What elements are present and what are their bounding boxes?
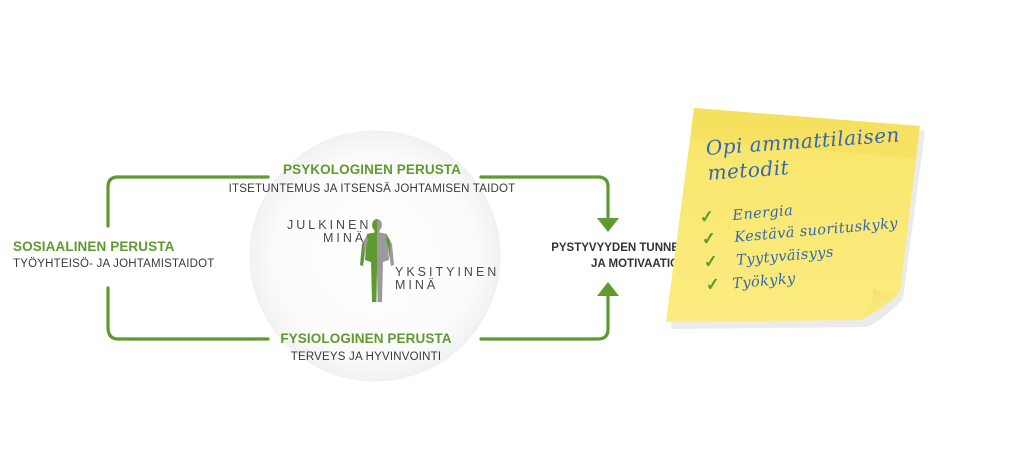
checkmark-icon: ✓ bbox=[699, 206, 715, 227]
sosiaalinen-title: SOSIAALINEN PERUSTA bbox=[13, 239, 175, 254]
list-item-label: Työkyky bbox=[731, 270, 797, 293]
psykologinen-subtitle: ITSETUNTEMUS JA ITSENSÄ JOHTAMISEN TAIDO… bbox=[228, 183, 516, 195]
top-right-line bbox=[479, 175, 610, 221]
fysiologinen-title: FYSIOLOGINEN PERUSTA bbox=[280, 331, 452, 346]
yksityinen-line2: MINÄ bbox=[395, 278, 439, 292]
checkmark-icon: ✓ bbox=[704, 274, 721, 295]
psykologinen-title: PSYKOLOGINEN PERUSTA bbox=[282, 162, 462, 177]
checkmark-icon: ✓ bbox=[700, 228, 717, 249]
fysiologinen-subtitle: TERVEYS JA HYVINVOINTI bbox=[290, 351, 442, 363]
sticky-note bbox=[666, 108, 925, 329]
sticky-note-list: ✓ Energia ✓ Kestävä suorituskyky ✓ Tyyty… bbox=[699, 191, 903, 298]
arrow-up-icon bbox=[597, 282, 619, 296]
left-bracket-line bbox=[106, 175, 270, 341]
human-figure-icon bbox=[360, 219, 394, 302]
checkmark-icon: ✓ bbox=[702, 251, 719, 272]
yksityinen-mina-label: YKSITYINEN MINÄ bbox=[395, 266, 499, 292]
bottom-right-line bbox=[479, 292, 610, 341]
julkinen-mina-label: JULKINEN MINÄ bbox=[287, 219, 371, 245]
list-item-label: Energia bbox=[731, 202, 794, 225]
yksityinen-line1: YKSITYINEN bbox=[395, 265, 500, 279]
julkinen-line1: JULKINEN bbox=[287, 218, 372, 232]
result-text: PYSTYVYYDEN TUNNE JA MOTIVAATIO bbox=[545, 240, 679, 272]
result-line2: JA MOTIVAATIO bbox=[591, 258, 679, 270]
arrow-down-icon bbox=[597, 218, 619, 232]
result-line1: PYSTYVYYDEN TUNNE bbox=[551, 242, 679, 254]
julkinen-line2: MINÄ bbox=[323, 231, 367, 245]
sosiaalinen-subtitle: TYÖYHTEISÖ- JA JOHTAMISTAIDOT bbox=[13, 258, 215, 270]
